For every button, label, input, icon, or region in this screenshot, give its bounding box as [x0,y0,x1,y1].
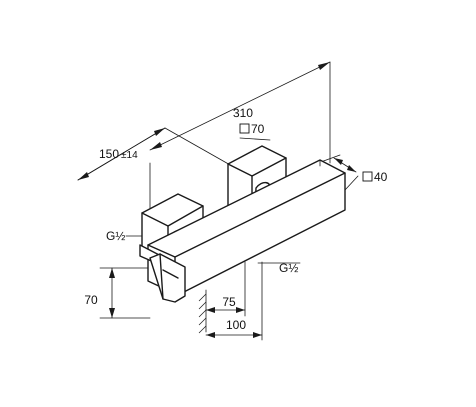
label-body-size: 40 [374,170,388,184]
label-center-distance: 150±14 [99,147,138,161]
label-inlet-thread: G½ [106,229,125,243]
label-height: 70 [84,293,98,307]
dim-line-150 [77,127,166,181]
label-depth-wall: 75 [222,295,236,309]
lever-handle [139,244,186,303]
label-depth-total: 100 [226,318,246,332]
square-symbol-icon [239,123,250,134]
label-rosette-size: 70 [251,122,265,136]
mixer-body [147,159,346,296]
dim-line-310 [149,61,331,151]
square-symbol-icon [362,171,373,182]
label-outlet-thread: G½ [279,261,298,275]
label-total-length: 310 [233,106,254,120]
